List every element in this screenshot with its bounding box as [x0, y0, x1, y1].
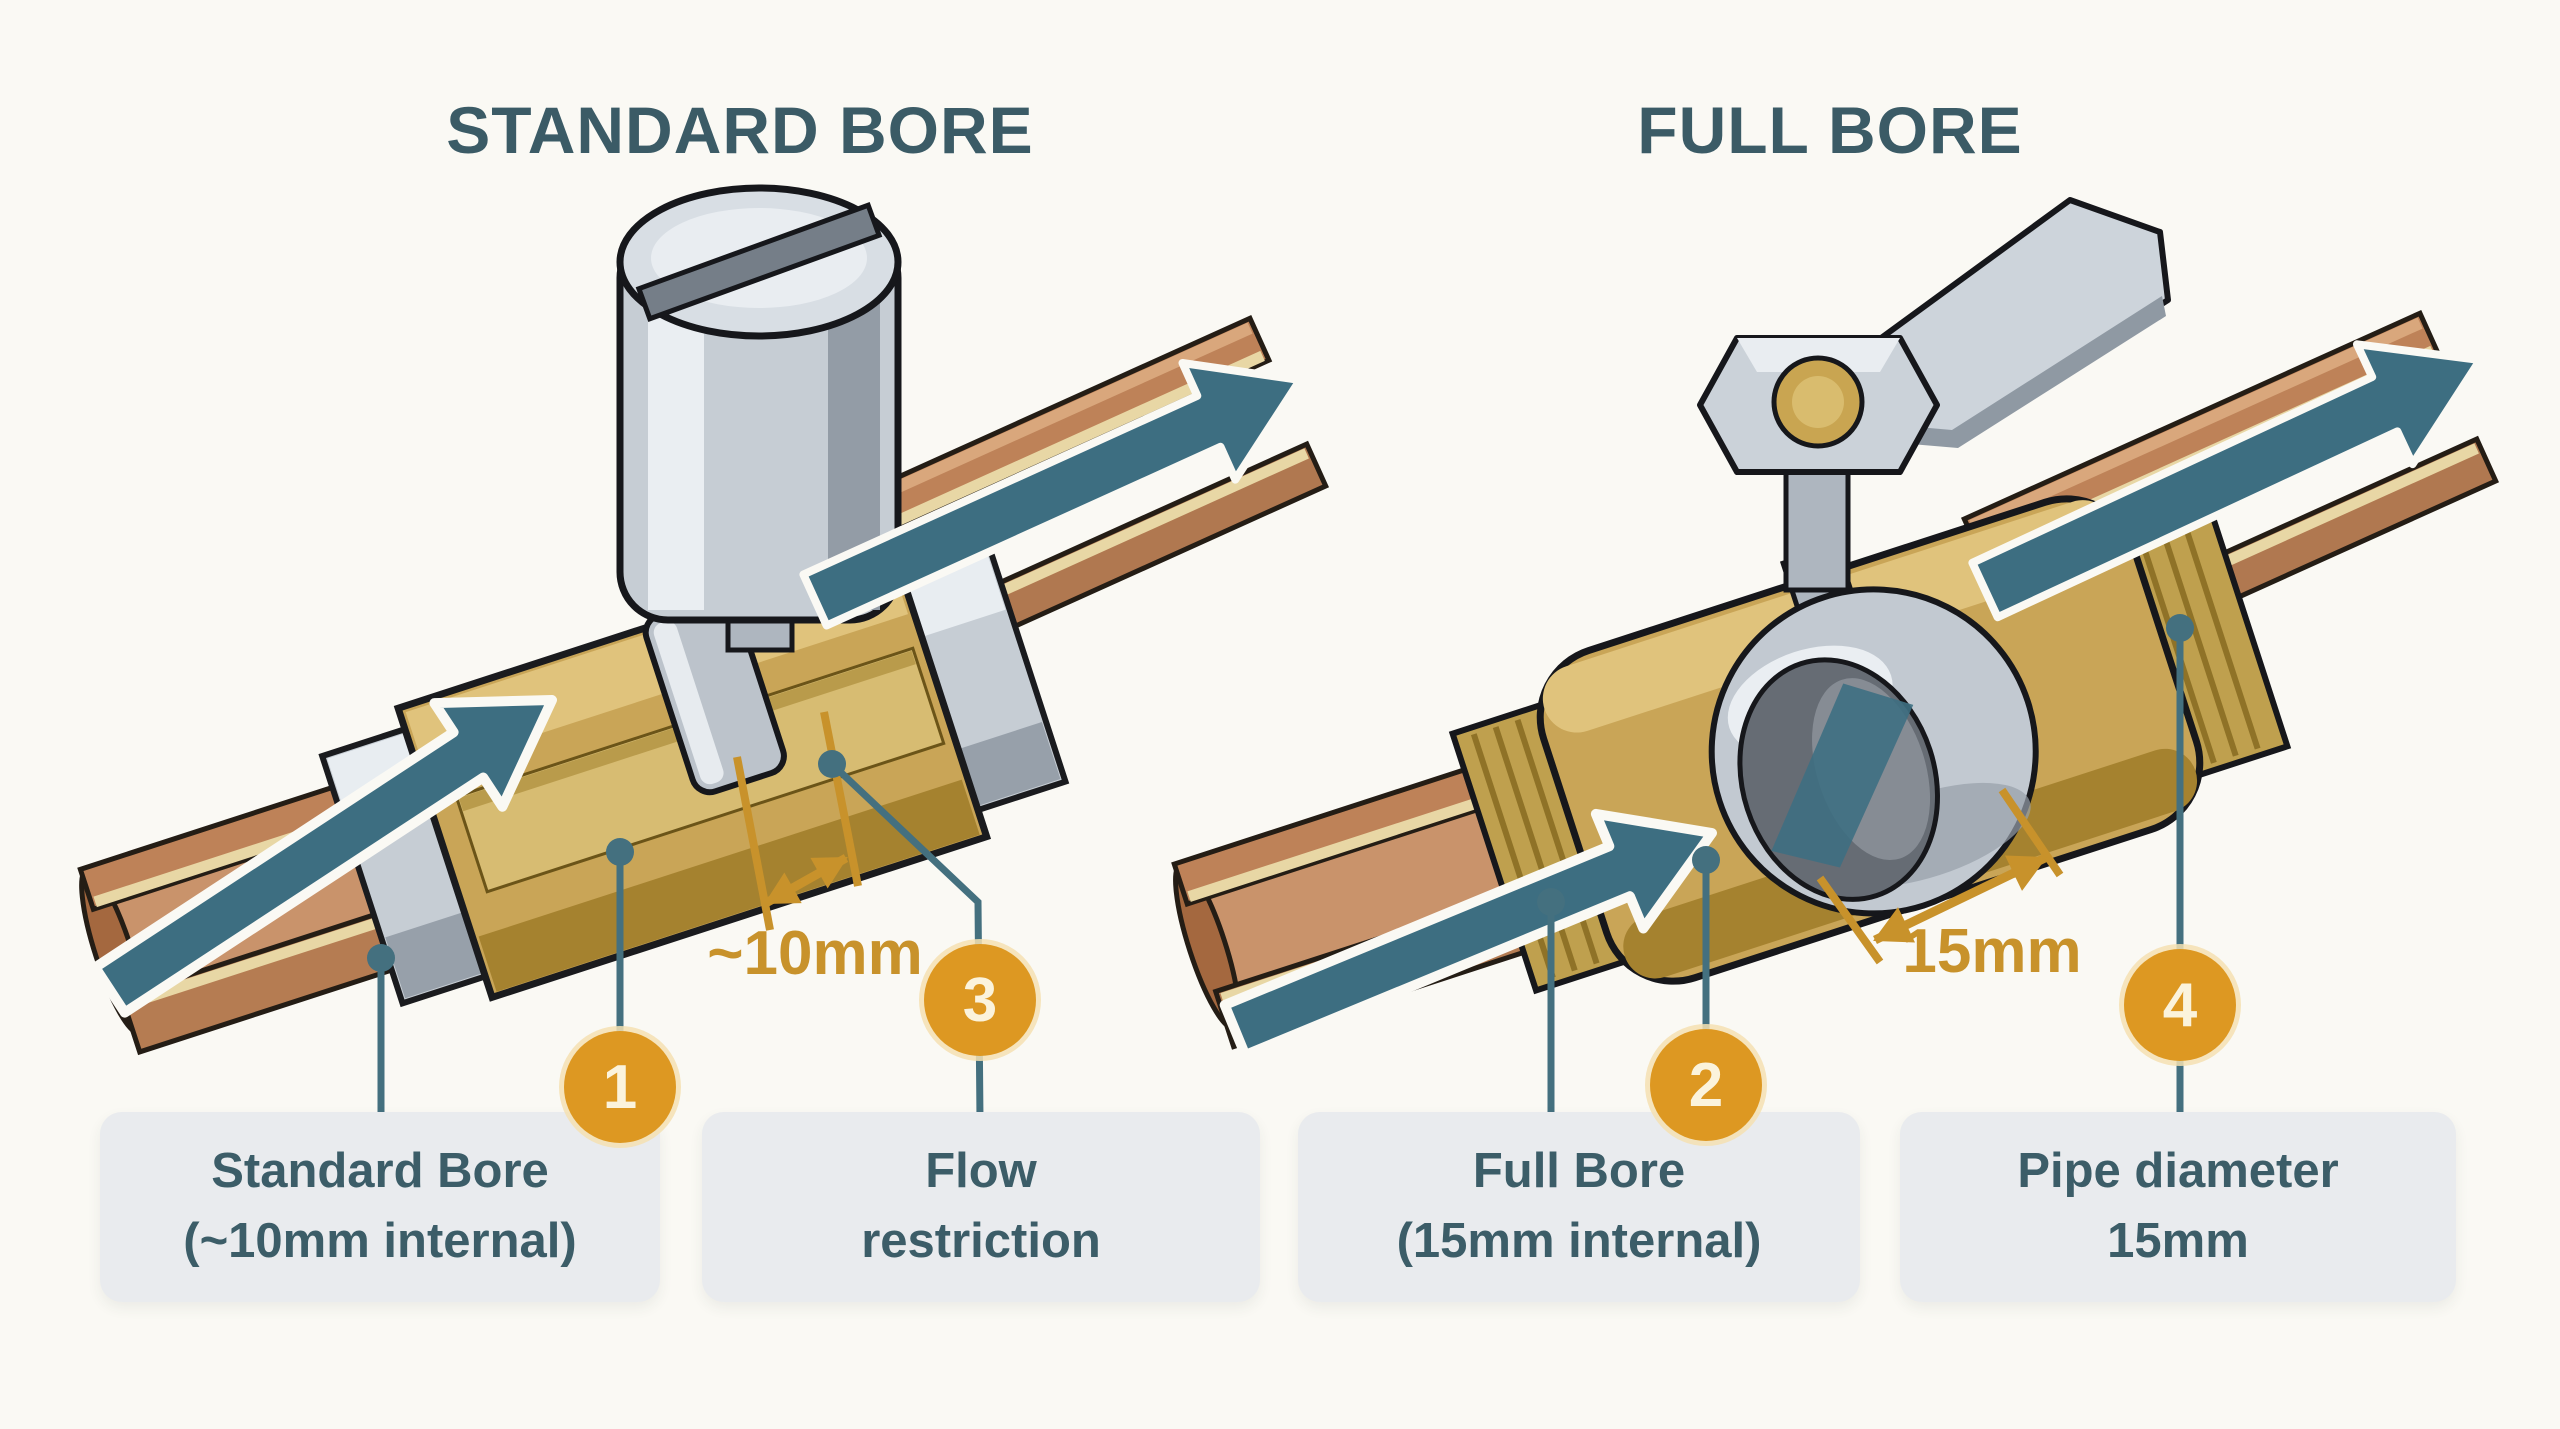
label-box-standard-bore: Standard Bore (~10mm internal) [100, 1112, 660, 1302]
label-line: (15mm internal) [1396, 1214, 1762, 1268]
full-dimension-annotation [1816, 787, 2064, 965]
screw-slot [635, 202, 883, 322]
dimension-label-full: 15mm [1902, 917, 2082, 986]
label-line: Full Bore [1472, 1144, 1686, 1199]
label-line: (~10mm internal) [183, 1214, 577, 1268]
standard-valve-assembly [77, 541, 1070, 1056]
full-lever-handle [1697, 197, 2171, 593]
standard-bore-valve [77, 184, 1330, 1150]
callout-badge-2: 2 [1650, 1029, 1762, 1141]
panel-title-full-bore: FULL BORE [1637, 93, 2023, 167]
full-ball [1708, 586, 2039, 917]
callout-badge-4: 4 [2124, 949, 2236, 1061]
standard-flow-out-arrow [799, 359, 1304, 630]
dimension-label-standard: ~10mm [707, 919, 923, 988]
callout-badge-3: 3 [924, 944, 1036, 1056]
standard-dimension-annotation [733, 711, 862, 931]
label-box-pipe-diameter: Pipe diameter 15mm [1900, 1112, 2456, 1302]
label-line: 15mm [2107, 1214, 2249, 1268]
panel-title-standard-bore: STANDARD BORE [446, 93, 1034, 167]
standard-bonnet [616, 184, 902, 653]
full-bore-valve [1171, 197, 2500, 1150]
callout-badge-1: 1 [564, 1031, 676, 1143]
label-line: Standard Bore [211, 1144, 549, 1199]
label-line: Flow [925, 1144, 1037, 1199]
label-box-full-bore: Full Bore (15mm internal) [1298, 1112, 1860, 1302]
full-flow-out-arrow [1968, 340, 2484, 622]
label-line: Pipe diameter [2017, 1144, 2339, 1199]
standard-flow-in-arrow [90, 695, 557, 1018]
full-flow-in-arrow [1219, 808, 1717, 1060]
label-line: restriction [861, 1214, 1101, 1268]
label-box-flow-restriction: Flow restriction [702, 1112, 1260, 1302]
